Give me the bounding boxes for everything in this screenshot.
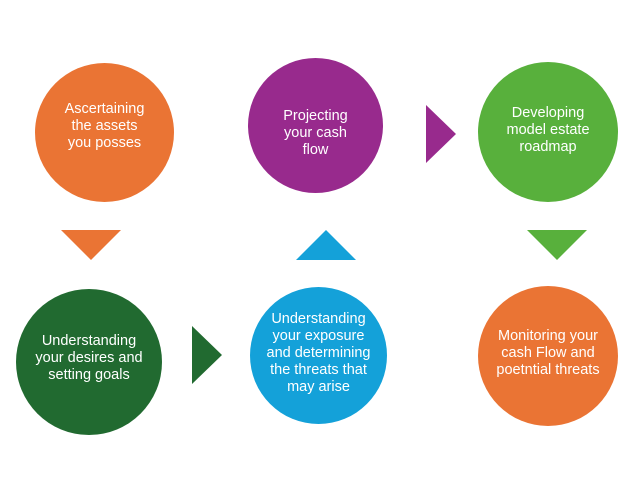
- step-circle-projecting-cash-flow: Projecting your cash flow: [248, 58, 383, 193]
- step-label-developing-roadmap: Developing model estate roadmap: [506, 104, 590, 155]
- step-label-monitoring-cash-flow: Monitoring your cash Flow and poetntial …: [496, 327, 600, 378]
- arrow-down-icon: [61, 230, 121, 260]
- arrow-right-icon: [426, 105, 456, 163]
- step-circle-ascertaining-assets: Ascertaining the assets you posses: [35, 63, 174, 202]
- step-label-understanding-exposure: Understanding your exposure and determin…: [266, 311, 371, 395]
- step-label-projecting-cash-flow: Projecting your cash flow: [283, 108, 348, 158]
- step-label-understanding-desires: Understanding your desires and setting g…: [35, 332, 143, 383]
- step-label-ascertaining-assets: Ascertaining the assets you posses: [64, 101, 145, 151]
- step-circle-understanding-desires: Understanding your desires and setting g…: [16, 289, 162, 435]
- step-circle-understanding-exposure: Understanding your exposure and determin…: [250, 287, 387, 424]
- step-circle-monitoring-cash-flow: Monitoring your cash Flow and poetntial …: [478, 286, 618, 426]
- step-circle-developing-roadmap: Developing model estate roadmap: [478, 62, 618, 202]
- arrow-right-icon: [192, 326, 222, 384]
- arrow-down-icon: [527, 230, 587, 260]
- arrow-up-icon: [296, 230, 356, 260]
